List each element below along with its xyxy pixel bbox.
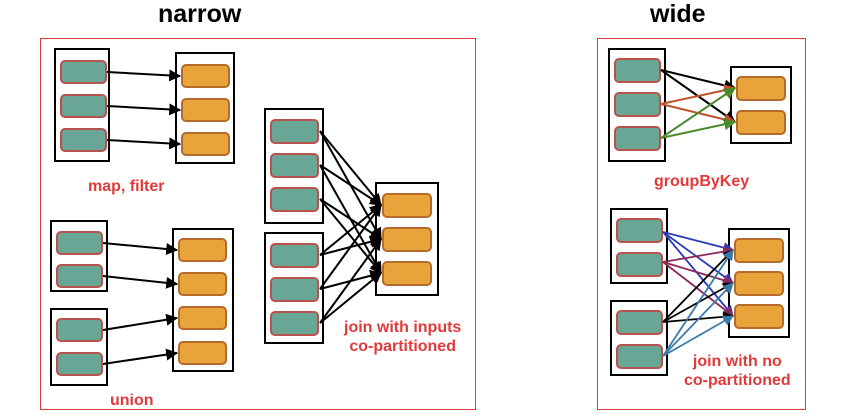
union-child-partition — [178, 341, 227, 365]
map-parent-partition — [60, 60, 107, 84]
map-filter-label: map, filter — [88, 178, 165, 195]
map-child-partition — [181, 64, 230, 88]
join-no-label-line1: join with no — [692, 353, 782, 370]
join-no-parent-partition — [616, 252, 663, 277]
join-parent-partition — [270, 311, 319, 336]
union-label: union — [110, 392, 154, 409]
wide-title: wide — [650, 0, 706, 28]
join-inputs-label: join with inputs co-partitioned — [344, 318, 461, 356]
join-child-partition — [382, 261, 432, 286]
join-parent-partition — [270, 187, 319, 212]
join-no-child-partition — [734, 238, 784, 263]
join-parent-partition — [270, 243, 319, 268]
union-parent-partition — [56, 318, 103, 342]
wide-dependencies-panel — [597, 38, 806, 410]
narrow-title: narrow — [158, 0, 242, 28]
groupbykey-parent-partition — [614, 92, 661, 117]
join-no-child-partition — [734, 271, 784, 296]
union-child-partition — [178, 272, 227, 296]
join-no-parent-partition — [616, 344, 663, 369]
join-no-parent-partition — [616, 310, 663, 335]
join-inputs-label-line1: join with inputs — [344, 319, 462, 336]
join-child-partition — [382, 227, 432, 252]
join-inputs-label-line2: co-partitioned — [349, 338, 456, 355]
join-parent-partition — [270, 277, 319, 302]
join-no-label-line2: co-partitioned — [684, 372, 791, 389]
join-no-label: join with no co-partitioned — [684, 352, 791, 390]
join-child-partition — [382, 193, 432, 218]
union-child-partition — [178, 238, 227, 262]
map-parent-partition — [60, 128, 107, 152]
map-child-partition — [181, 98, 230, 122]
groupbykey-child-partition — [736, 110, 786, 135]
groupbykey-label: groupByKey — [654, 173, 750, 190]
join-no-parent-partition — [616, 218, 663, 243]
groupbykey-child-partition — [736, 76, 786, 101]
groupbykey-parent-partition — [614, 126, 661, 151]
join-parent-partition — [270, 119, 319, 144]
narrow-dependencies-panel — [40, 38, 476, 410]
map-parent-partition — [60, 94, 107, 118]
join-no-child-partition — [734, 304, 784, 329]
union-parent-partition — [56, 352, 103, 376]
join-parent-partition — [270, 153, 319, 178]
groupbykey-parent-partition — [614, 58, 661, 83]
union-parent-partition — [56, 264, 103, 288]
union-parent-partition — [56, 231, 103, 255]
map-child-partition — [181, 132, 230, 156]
union-child-partition — [178, 306, 227, 330]
